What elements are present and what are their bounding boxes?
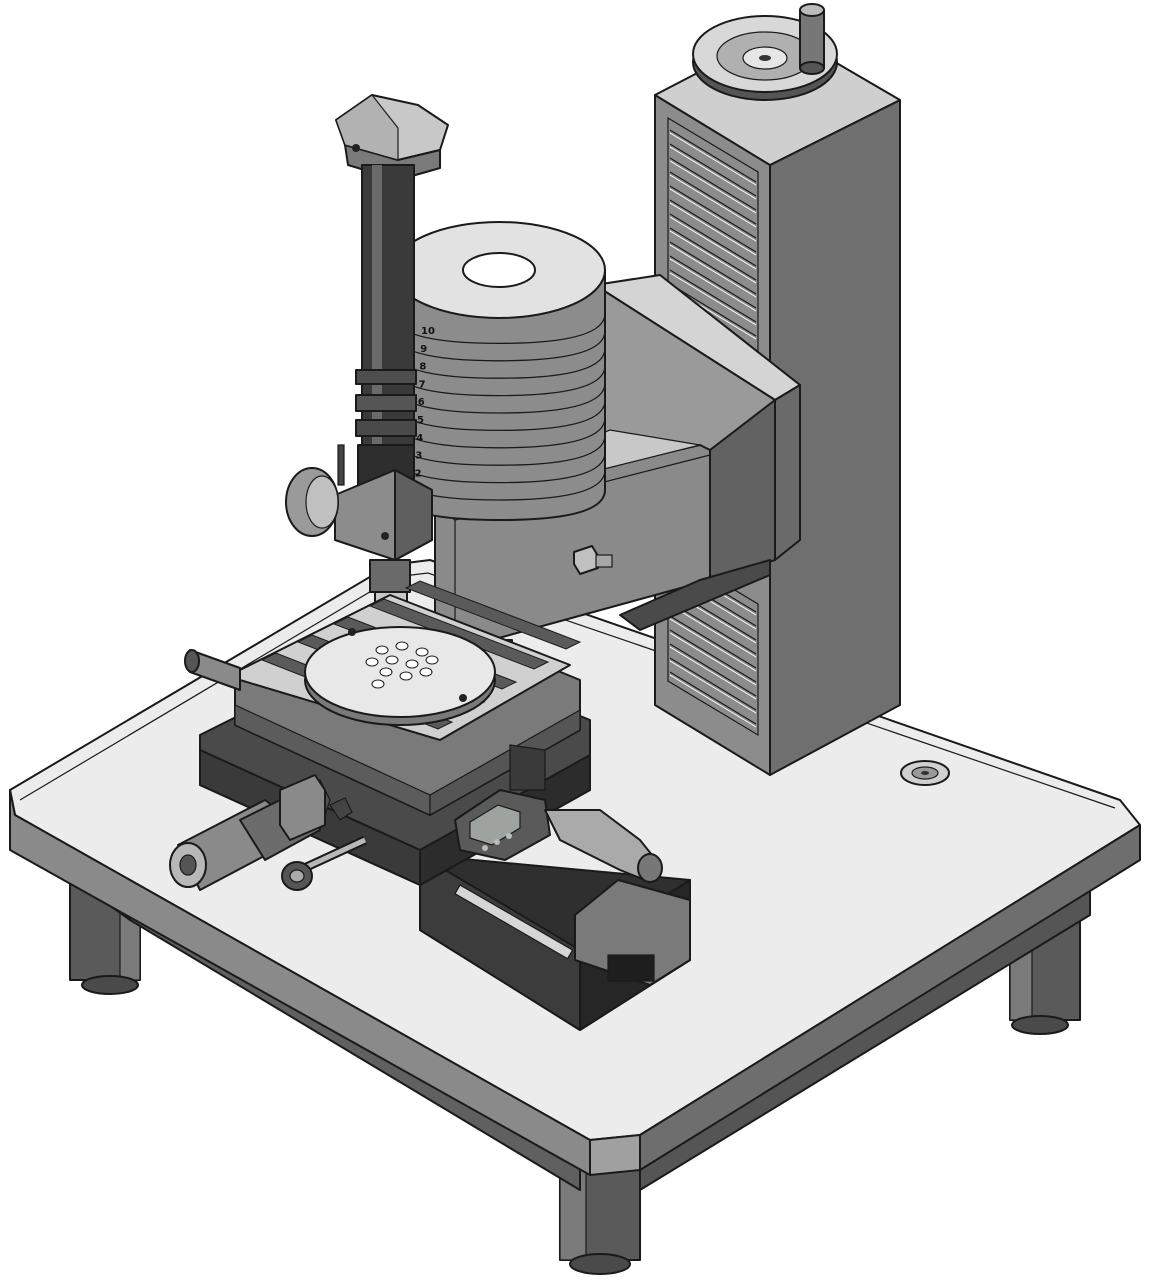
microscope-bracket bbox=[334, 469, 433, 561]
bellows-slat bbox=[669, 629, 757, 683]
weight-label-2: 2 bbox=[415, 468, 422, 479]
level-indicator bbox=[900, 760, 950, 786]
bellows-slat bbox=[669, 255, 757, 309]
focus-knob bbox=[285, 444, 345, 537]
stage-lock-knob bbox=[281, 835, 367, 891]
base-plate-edge-left bbox=[9, 789, 591, 1176]
disk-hole bbox=[415, 647, 429, 657]
micrometer-rear bbox=[184, 649, 241, 691]
disk-hole bbox=[385, 655, 399, 665]
leg-back-right bbox=[1009, 919, 1081, 1035]
handwheel bbox=[692, 3, 838, 101]
microscope bbox=[285, 94, 449, 636]
bellows-slat bbox=[669, 269, 757, 323]
digital-micrometer bbox=[454, 744, 663, 883]
weight-label-8: 8 bbox=[419, 362, 426, 373]
weight-label-4: 4 bbox=[416, 433, 423, 444]
bellows-slat bbox=[669, 283, 757, 337]
bellows-slat bbox=[669, 657, 757, 711]
disk-hole bbox=[395, 641, 409, 651]
weight-label-3: 3 bbox=[415, 451, 422, 462]
disk-hole bbox=[419, 667, 433, 677]
stage-side-bracket bbox=[279, 774, 353, 841]
disk-hole bbox=[379, 667, 393, 677]
head-fitting bbox=[573, 545, 613, 575]
weight-label-6: 6 bbox=[418, 397, 425, 408]
bellows-slat bbox=[669, 199, 757, 253]
bellows-slat bbox=[669, 129, 757, 183]
weight-stack-hole bbox=[462, 252, 536, 288]
disk-hole bbox=[405, 659, 419, 669]
bellows-slat bbox=[669, 157, 757, 211]
microscope-eyepiece bbox=[335, 94, 449, 181]
bellows-slat bbox=[669, 643, 757, 697]
bellows-slat bbox=[669, 143, 757, 197]
bellows-slat bbox=[669, 227, 757, 281]
stage-rotary-disk bbox=[304, 626, 496, 726]
disk-hole bbox=[375, 645, 389, 655]
disk-hole bbox=[399, 671, 413, 681]
bellows-slat bbox=[669, 671, 757, 725]
weight-label-10: 10 bbox=[421, 326, 435, 337]
weight-label-5: 5 bbox=[417, 415, 424, 426]
t-slot bbox=[404, 580, 582, 650]
handwheel-crank bbox=[799, 3, 825, 75]
xy-stage bbox=[169, 580, 691, 1031]
bellows-slat bbox=[669, 213, 757, 267]
bellows-slat bbox=[669, 241, 757, 295]
disk-hole bbox=[365, 657, 379, 667]
weight-stack: 10987654321 bbox=[392, 221, 606, 521]
bellows-slat bbox=[669, 615, 757, 669]
bellows-slat bbox=[669, 171, 757, 225]
bellows-slat bbox=[669, 185, 757, 239]
weight-label-7: 7 bbox=[419, 379, 426, 390]
weight-label-9: 9 bbox=[420, 344, 427, 355]
disk-hole bbox=[371, 679, 385, 689]
disk-hole bbox=[425, 655, 439, 665]
